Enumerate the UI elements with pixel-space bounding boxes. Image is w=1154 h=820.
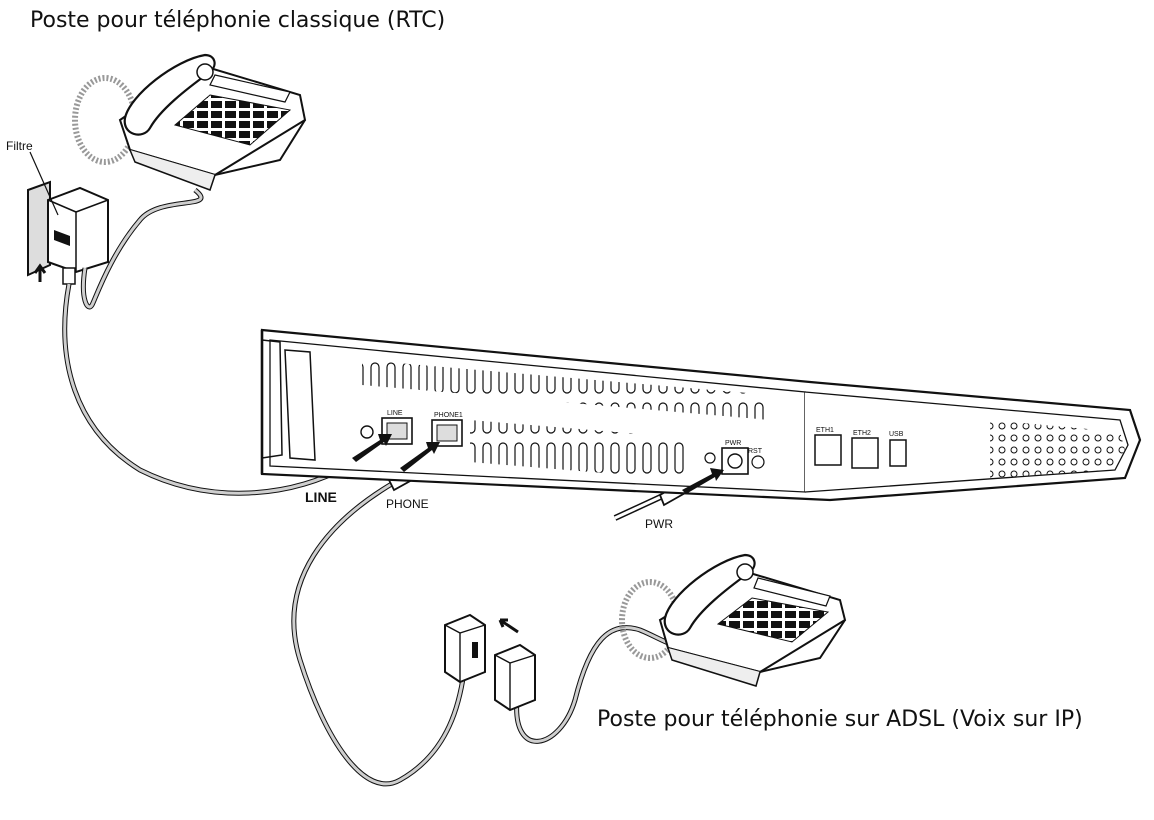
adsl-router [260,328,1142,502]
wall-socket-with-filter [27,151,109,285]
pwr-label: PWR [645,517,673,531]
filter-label: Filtre [6,139,33,153]
voip-telephone [619,553,847,687]
voip-phone-caption: Poste pour téléphonie sur ADSL (Voix sur… [597,707,1083,732]
port-label-line: LINE [387,410,403,417]
line-label: LINE [305,489,337,505]
port-label-phone: PHONE1 [434,412,463,419]
port-label-rst: RST [748,448,763,455]
phone-label: PHONE [386,497,429,511]
cords [62,188,722,787]
port-label-usb: USB [889,431,904,438]
phone-adapter [444,613,536,712]
classic-telephone [72,53,307,191]
port-label-eth2: ETH2 [853,430,871,437]
port-label-pwr: PWR [725,440,741,447]
classic-phone-caption: Poste pour téléphonie classique (RTC) [30,8,446,33]
port-label-eth1: ETH1 [816,427,834,434]
